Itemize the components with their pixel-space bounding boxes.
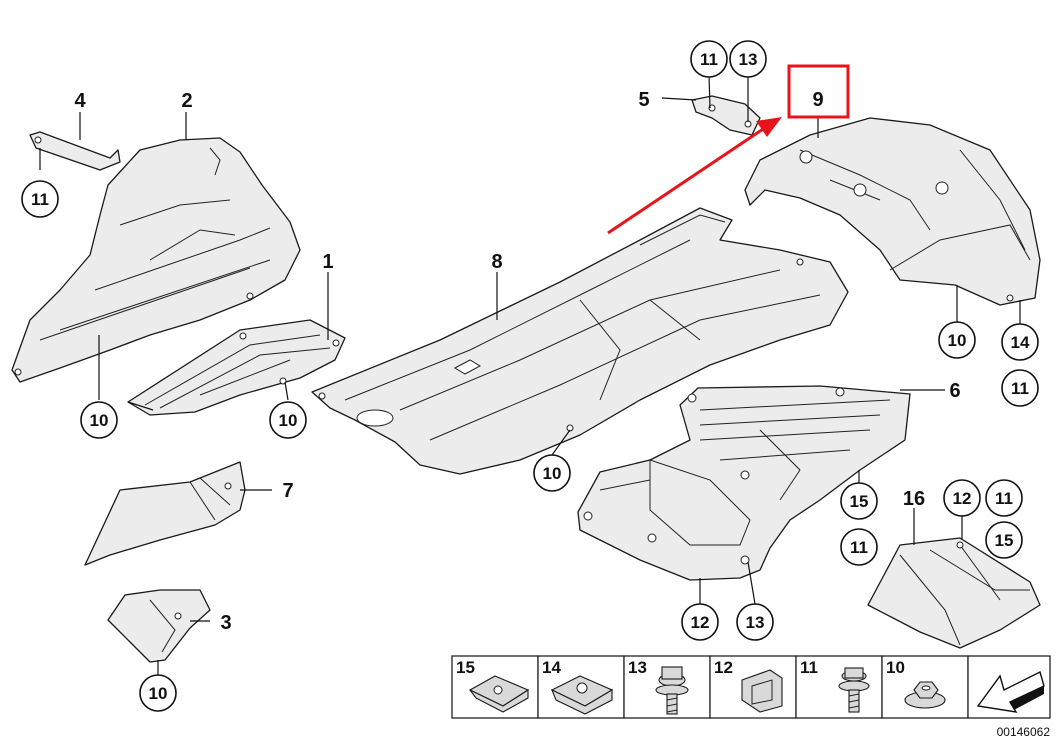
callout-12-part16: 12 (943, 479, 981, 517)
callout-13-top: 13 (729, 40, 767, 78)
legend-label-1: 14 (542, 658, 561, 677)
hex-nut-icon (904, 681, 946, 709)
svg-text:11: 11 (995, 489, 1013, 508)
legend-label-0: 15 (456, 658, 475, 677)
part-7-shield (84, 461, 246, 566)
fastener-legend: 15 14 13 12 11 10 (451, 655, 1051, 739)
label-4: 4 (74, 90, 86, 112)
label-9: 9 (812, 89, 823, 111)
callout-11-top: 11 (690, 40, 728, 78)
svg-text:10: 10 (948, 331, 967, 350)
part-5-bracket (691, 95, 761, 136)
label-8: 8 (491, 251, 502, 273)
diagram-id: 00146062 (997, 725, 1051, 739)
svg-text:10: 10 (149, 684, 168, 703)
callout-10-part9: 10 (938, 321, 976, 359)
part-6-underbody-plate (577, 385, 911, 581)
callout-11-mid: 11 (840, 528, 878, 566)
callout-12-bottom: 12 (681, 603, 719, 641)
highlight-arrow (607, 125, 767, 235)
callout-10-part8: 10 (533, 454, 571, 492)
highlight-annotation (607, 64, 850, 235)
hex-bolt-icon (655, 666, 689, 715)
svg-text:13: 13 (739, 50, 758, 69)
highlight-arrowhead (756, 117, 782, 137)
callout-labels: 4 2 1 8 5 9 6 7 3 16 (74, 89, 960, 634)
callout-10-part1: 10 (269, 401, 307, 439)
part-1-heat-shield (127, 319, 346, 416)
speed-nut-icon (468, 675, 530, 713)
clip-nut-icon (550, 675, 614, 715)
part-2-heat-shield (11, 137, 301, 383)
svg-text:11: 11 (700, 50, 718, 69)
svg-text:14: 14 (1011, 333, 1030, 352)
legend-label-3: 12 (714, 658, 733, 677)
svg-text:11: 11 (1011, 379, 1029, 398)
svg-text:12: 12 (691, 613, 710, 632)
label-3: 3 (220, 612, 231, 634)
legend-label-5: 10 (886, 658, 905, 677)
highlight-box (787, 64, 850, 119)
svg-text:10: 10 (279, 411, 298, 430)
legend-label-4: 11 (800, 658, 818, 677)
direction-arrow-icon (976, 670, 1045, 713)
callout-10-left: 10 (80, 401, 118, 439)
svg-text:10: 10 (543, 464, 562, 483)
svg-text:11: 11 (850, 538, 868, 557)
leader-lines (39, 74, 1021, 675)
callout-10-part3: 10 (139, 674, 177, 712)
callout-11-part16: 11 (985, 479, 1023, 517)
svg-text:11: 11 (31, 190, 49, 209)
circled-callouts: 11 10 10 10 11 13 10 14 11 10 12 13 15 1… (21, 40, 1039, 712)
part-3-shield (107, 589, 211, 663)
svg-text:13: 13 (746, 613, 765, 632)
callout-13-bottom: 13 (736, 603, 774, 641)
label-7: 7 (282, 480, 293, 502)
part-4-bracket (29, 131, 121, 171)
callout-14-right: 14 (1001, 323, 1039, 361)
label-16: 16 (903, 488, 925, 510)
svg-text:15: 15 (995, 531, 1014, 550)
callout-11-left: 11 (21, 180, 59, 218)
label-2: 2 (181, 90, 192, 112)
spring-clip-icon (741, 669, 783, 713)
label-6: 6 (949, 380, 960, 402)
svg-text:12: 12 (953, 489, 972, 508)
part-16-shield (867, 537, 1041, 649)
part-9-heat-shield (744, 117, 1041, 306)
label-1: 1 (322, 251, 333, 273)
part-8-tunnel-shield (311, 207, 849, 475)
screw-icon (838, 667, 870, 713)
svg-text:15: 15 (850, 492, 869, 511)
legend-label-2: 13 (628, 658, 647, 677)
callout-15-mid: 15 (840, 482, 878, 520)
callout-15-part16: 15 (985, 521, 1023, 559)
callout-11-right: 11 (1001, 369, 1039, 407)
svg-text:10: 10 (90, 411, 109, 430)
label-5: 5 (638, 89, 649, 111)
